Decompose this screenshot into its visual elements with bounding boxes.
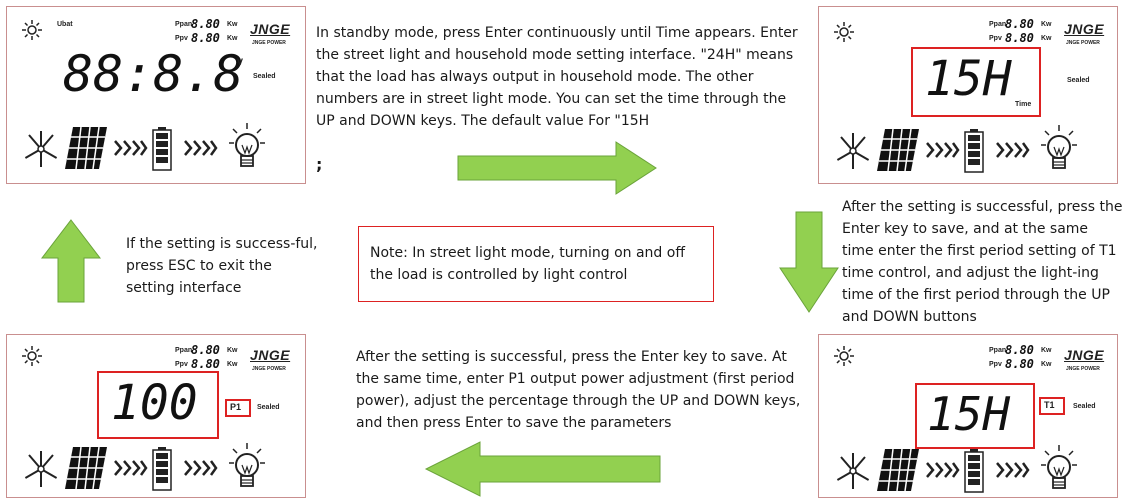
light-bulb-icon	[1041, 125, 1077, 169]
p1-tag: P1	[230, 402, 242, 412]
jnge-logo: JNGE	[250, 347, 291, 363]
flow-chevrons-icon	[996, 462, 1030, 478]
kw-label: Kw	[1041, 35, 1052, 42]
ppv-label: Ppv	[175, 361, 188, 368]
note-text: Note: In street light mode, turning on a…	[370, 245, 685, 283]
ppan-value: 8.80	[191, 17, 220, 31]
ppan-value: 8.80	[191, 343, 220, 357]
sealed-label: Sealed	[257, 404, 280, 411]
jnge-logo-sub: JNGE POWER	[252, 40, 286, 46]
sun-icon	[22, 20, 42, 40]
flow-chevrons-icon	[184, 140, 218, 156]
step3-text: After the setting is successful, press t…	[356, 349, 801, 431]
jnge-logo: JNGE	[1064, 21, 1105, 37]
ppv-value: 8.80	[1005, 31, 1034, 45]
volt-unit: V	[237, 57, 244, 67]
lcd-panel-standby: Ubat Ppan 8.80 Kw Ppv 8.80 Kw JNGE JNGE …	[6, 6, 306, 184]
solar-panel-icon	[65, 126, 107, 170]
light-bulb-icon	[229, 123, 265, 167]
ppan-value: 8.80	[1005, 343, 1034, 357]
ppan-label: Ppan	[989, 347, 1007, 354]
battery-icon	[964, 129, 984, 173]
highlight-box	[97, 371, 219, 439]
jnge-logo-sub: JNGE POWER	[1066, 366, 1100, 372]
main-digits: 88:8.8	[63, 45, 244, 103]
time-label: Time	[1015, 101, 1032, 108]
ppv-label: Ppv	[989, 361, 1002, 368]
step1-tail: ;	[316, 155, 323, 174]
kw-label: Kw	[227, 347, 238, 354]
step4-text: If the setting is success-ful, press ESC…	[126, 236, 318, 296]
highlight-box	[911, 47, 1041, 117]
light-bulb-icon	[1041, 445, 1077, 489]
wind-turbine-icon	[836, 133, 870, 169]
solar-panel-icon	[877, 128, 919, 172]
jnge-logo: JNGE	[250, 21, 291, 37]
main-digits: 15H	[925, 51, 1012, 107]
ppv-label: Ppv	[175, 35, 188, 42]
sun-icon	[834, 22, 854, 42]
battery-icon	[152, 127, 172, 171]
flow-chevrons-icon	[114, 140, 148, 156]
wind-turbine-icon	[836, 453, 870, 489]
solar-panel-icon	[65, 446, 107, 490]
jnge-logo-sub: JNGE POWER	[252, 366, 286, 372]
kw-label: Kw	[227, 35, 238, 42]
kw-label: Kw	[227, 21, 238, 28]
lcd-panel-time-setting: Ppan 8.80 Kw Ppv 8.80 Kw JNGE JNGE POWER…	[818, 6, 1118, 184]
p1-tag-box	[225, 399, 251, 417]
note-box	[358, 226, 714, 302]
sealed-label: Sealed	[1067, 77, 1090, 84]
lcd-panel-t1-setting: Ppan 8.80 Kw Ppv 8.80 Kw JNGE JNGE POWER…	[818, 334, 1118, 498]
arrow-up-icon	[40, 219, 102, 303]
solar-panel-icon	[877, 448, 919, 492]
flow-chevrons-icon	[996, 142, 1030, 158]
jnge-logo: JNGE	[1064, 347, 1105, 363]
main-digits: 15H	[927, 387, 1011, 441]
arrow-right-icon	[457, 141, 657, 195]
sealed-label: Sealed	[253, 73, 276, 80]
t1-tag-box	[1039, 397, 1065, 415]
wind-turbine-icon	[24, 131, 58, 167]
ppan-label: Ppan	[989, 21, 1007, 28]
t1-tag: T1	[1044, 400, 1055, 410]
ppv-label: Ppv	[989, 35, 1002, 42]
ppv-value: 8.80	[191, 31, 220, 45]
ppan-label: Ppan	[175, 347, 193, 354]
sun-icon	[22, 346, 42, 366]
ubat-label: Ubat	[57, 21, 73, 28]
ppv-value: 8.80	[1005, 357, 1034, 371]
arrow-left-icon	[424, 441, 661, 497]
ppan-label: Ppan	[175, 21, 193, 28]
wind-turbine-icon	[24, 451, 58, 487]
highlight-box	[915, 383, 1035, 449]
flow-chevrons-icon	[184, 460, 218, 476]
light-bulb-icon	[229, 443, 265, 487]
kw-label: Kw	[1041, 21, 1052, 28]
arrow-down-icon	[779, 211, 839, 313]
lcd-panel-power-setting: Ppan 8.80 Kw Ppv 8.80 Kw JNGE JNGE POWER…	[6, 334, 306, 498]
sun-icon	[834, 346, 854, 366]
kw-label: Kw	[227, 361, 238, 368]
step1-text: In standby mode, press Enter continuousl…	[316, 25, 798, 129]
flow-chevrons-icon	[926, 142, 960, 158]
step2-text: After the setting is successful, press t…	[842, 199, 1123, 325]
kw-label: Kw	[1041, 347, 1052, 354]
ppv-value: 8.80	[191, 357, 220, 371]
main-digits: 100	[111, 375, 198, 431]
flow-chevrons-icon	[926, 462, 960, 478]
sealed-label: Sealed	[1073, 403, 1096, 410]
battery-icon	[964, 449, 984, 493]
flow-chevrons-icon	[114, 460, 148, 476]
kw-label: Kw	[1041, 361, 1052, 368]
ppan-value: 8.80	[1005, 17, 1034, 31]
jnge-logo-sub: JNGE POWER	[1066, 40, 1100, 46]
battery-icon	[152, 447, 172, 491]
